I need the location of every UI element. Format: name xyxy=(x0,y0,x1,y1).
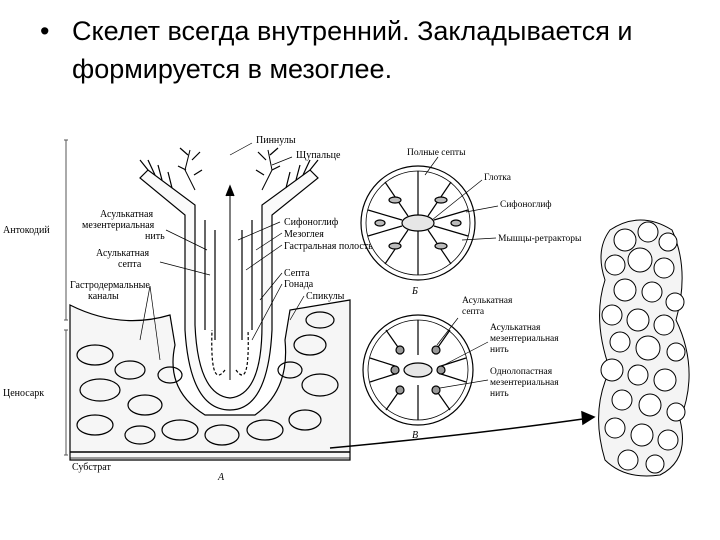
bullet-text-line-1: Скелет всегда внутренний. Закладывается … xyxy=(72,16,633,46)
label-substrat: Субстрат xyxy=(72,462,111,473)
label-gastro-1: Гастродермальные xyxy=(70,280,150,291)
letter-b: Б xyxy=(411,286,418,297)
transition-arrow xyxy=(329,410,596,449)
polyp-leader-lines xyxy=(139,142,305,361)
bullet-point: • xyxy=(40,16,50,46)
bullet-text: Скелет всегда внутренний. Закладывается … xyxy=(72,12,692,88)
label-gastr-polost: Гастральная полость xyxy=(284,241,373,252)
cross-section-b xyxy=(360,165,476,281)
label-glotka: Глотка xyxy=(484,173,512,183)
label-antokodiy: Антокодий xyxy=(3,225,50,236)
label-sifonoglif-b: Сифоноглиф xyxy=(500,199,552,210)
cross-section-v-leaders xyxy=(436,317,489,389)
label-asulk-septa-2: септа xyxy=(118,259,142,270)
coral-anatomy-figure: Антокодий Ценосарк Субстрат xyxy=(3,135,690,483)
label-asulk-septa-1: Асулькатная xyxy=(96,248,149,259)
label-gonada: Гонада xyxy=(284,279,314,290)
label-polnye-septy: Полные септы xyxy=(407,148,466,158)
region-brackets xyxy=(64,139,68,456)
coenosarc-tissue xyxy=(69,299,351,461)
label-tsenosark: Ценосарк xyxy=(3,388,44,399)
label-myshtsy: Мышцы-ретракторы xyxy=(498,234,582,244)
label-spikuly: Спикулы xyxy=(306,291,345,302)
label-mezogleya: Мезоглея xyxy=(284,229,324,240)
label-v-odnolop-3: нить xyxy=(490,389,509,399)
polyp-body xyxy=(139,147,319,411)
label-asulk-mez-2: мезентериальная xyxy=(82,220,155,231)
label-pinnuly: Пиннулы xyxy=(256,135,296,146)
label-v-asulk-mez-2: мезентериальная xyxy=(490,334,559,344)
letter-v: В xyxy=(412,430,418,441)
label-septa: Септа xyxy=(284,268,310,279)
label-sifonoglif: Сифоноглиф xyxy=(284,217,339,228)
cross-section-v xyxy=(362,314,474,426)
label-v-asulk-septa-2: септа xyxy=(462,307,485,317)
bullet-text-line-2: формируется в мезоглее. xyxy=(72,54,393,84)
spicule-cluster xyxy=(598,219,690,477)
label-asulk-mez-1: Асулькатная xyxy=(100,209,153,220)
label-v-asulk-mez-1: Асулькатная xyxy=(490,323,541,333)
label-v-asulk-mez-3: нить xyxy=(490,345,509,355)
label-gastro-2: каналы xyxy=(88,291,119,302)
label-v-odnolop-1: Однолопастная xyxy=(490,367,553,377)
label-v-odnolop-2: мезентериальная xyxy=(490,378,559,388)
label-asulk-mez-3: нить xyxy=(145,231,165,242)
label-v-asulk-septa-1: Асулькатная xyxy=(462,296,513,306)
letter-a: А xyxy=(217,472,225,483)
label-shchupaltse: Щупальце xyxy=(296,150,341,161)
cross-section-b-leaders xyxy=(424,156,499,241)
